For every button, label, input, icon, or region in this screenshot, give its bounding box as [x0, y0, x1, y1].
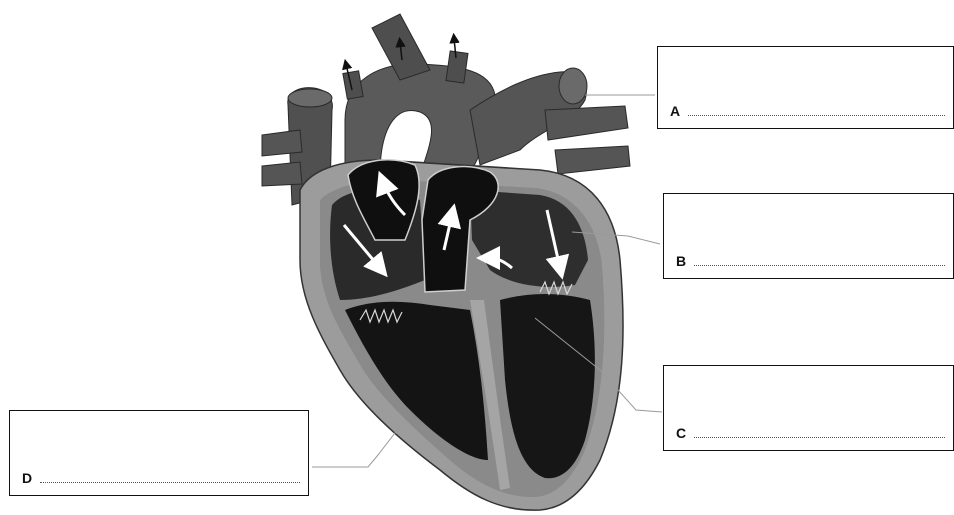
arch-branch-left — [343, 71, 363, 99]
answer-line-d[interactable] — [40, 482, 300, 483]
label-letter-a: A — [670, 104, 680, 118]
label-letter-b: B — [676, 254, 686, 268]
answer-line-a[interactable] — [688, 115, 945, 116]
answer-line-b[interactable] — [694, 265, 945, 266]
label-row-c: C — [676, 426, 945, 440]
label-letter-d: D — [22, 471, 32, 485]
label-box-d[interactable]: D — [9, 410, 309, 496]
pulmonary-vein-left-lower — [262, 162, 302, 186]
label-row-a: A — [670, 104, 945, 118]
label-box-c[interactable]: C — [663, 365, 954, 451]
answer-line-c[interactable] — [694, 437, 945, 438]
label-box-a[interactable]: A — [657, 46, 954, 129]
pulmonary-vein-left-upper — [262, 130, 302, 156]
arch-branch-right — [446, 51, 468, 83]
pulmonary-vein-right-upper — [545, 106, 628, 140]
label-row-b: B — [676, 254, 945, 268]
label-row-d: D — [22, 471, 300, 485]
label-letter-c: C — [676, 426, 686, 440]
label-box-b[interactable]: B — [663, 193, 954, 279]
pulmonary-vein-right-lower — [555, 146, 630, 174]
